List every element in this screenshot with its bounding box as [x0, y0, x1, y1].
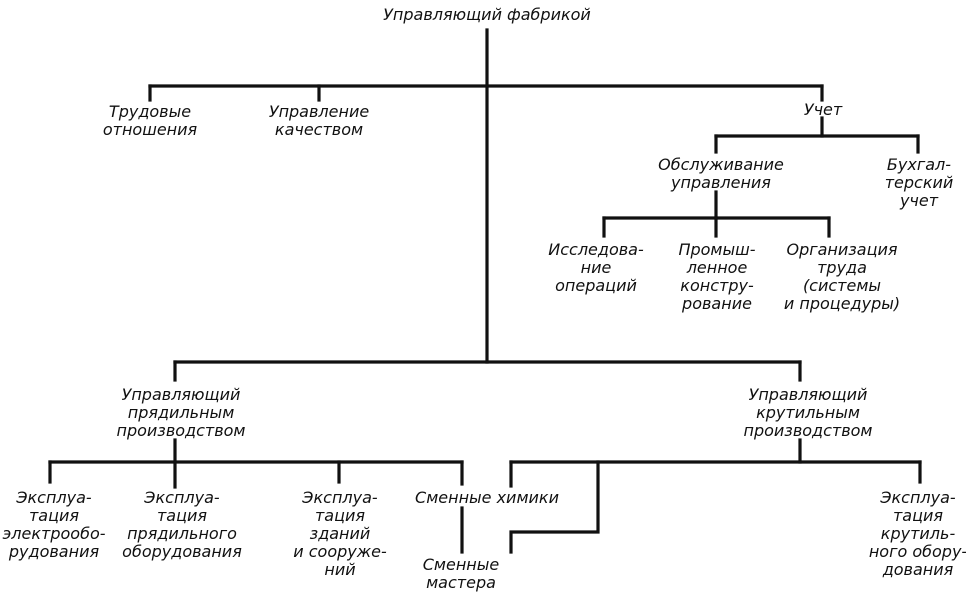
labor-organization-node: Организация труда (системы и процедуры)	[783, 240, 901, 313]
twisting-to-masters-line	[509, 460, 600, 554]
shift-masters-node: Сменные мастера	[422, 555, 500, 592]
quality-control-node: Управление качеством	[268, 102, 370, 139]
twisting-equipment-node: Эксплуа- тация крутиль- ного обору- дова…	[868, 488, 966, 579]
management-services-node: Обслуживание управления	[658, 155, 784, 192]
industrial-design-node: Промыш- ленное констру- рование	[678, 240, 756, 313]
accounting-node: Учет	[803, 100, 843, 119]
buildings-maintenance-node: Эксплуа- тация зданий и сооруже- ний	[293, 488, 387, 579]
twisting-manager-node: Управляющий крутильным производством	[743, 385, 873, 440]
shift-chemists-node: Сменные химики	[415, 488, 559, 507]
labor-relations-node: Трудовые отношения	[102, 102, 198, 139]
factory-manager-node: Управляющий фабрикой	[383, 5, 591, 24]
spinning-equipment-node: Эксплуа- тация прядильного оборудования	[122, 488, 242, 561]
operations-research-node: Исследова- ние операций	[548, 240, 644, 295]
bookkeeping-node: Бухгал- терский учет	[884, 155, 954, 210]
electrical-maintenance-node: Эксплуа- тация электрообо- рудования	[2, 488, 106, 561]
spinning-manager-node: Управляющий прядильным производством	[116, 385, 246, 440]
